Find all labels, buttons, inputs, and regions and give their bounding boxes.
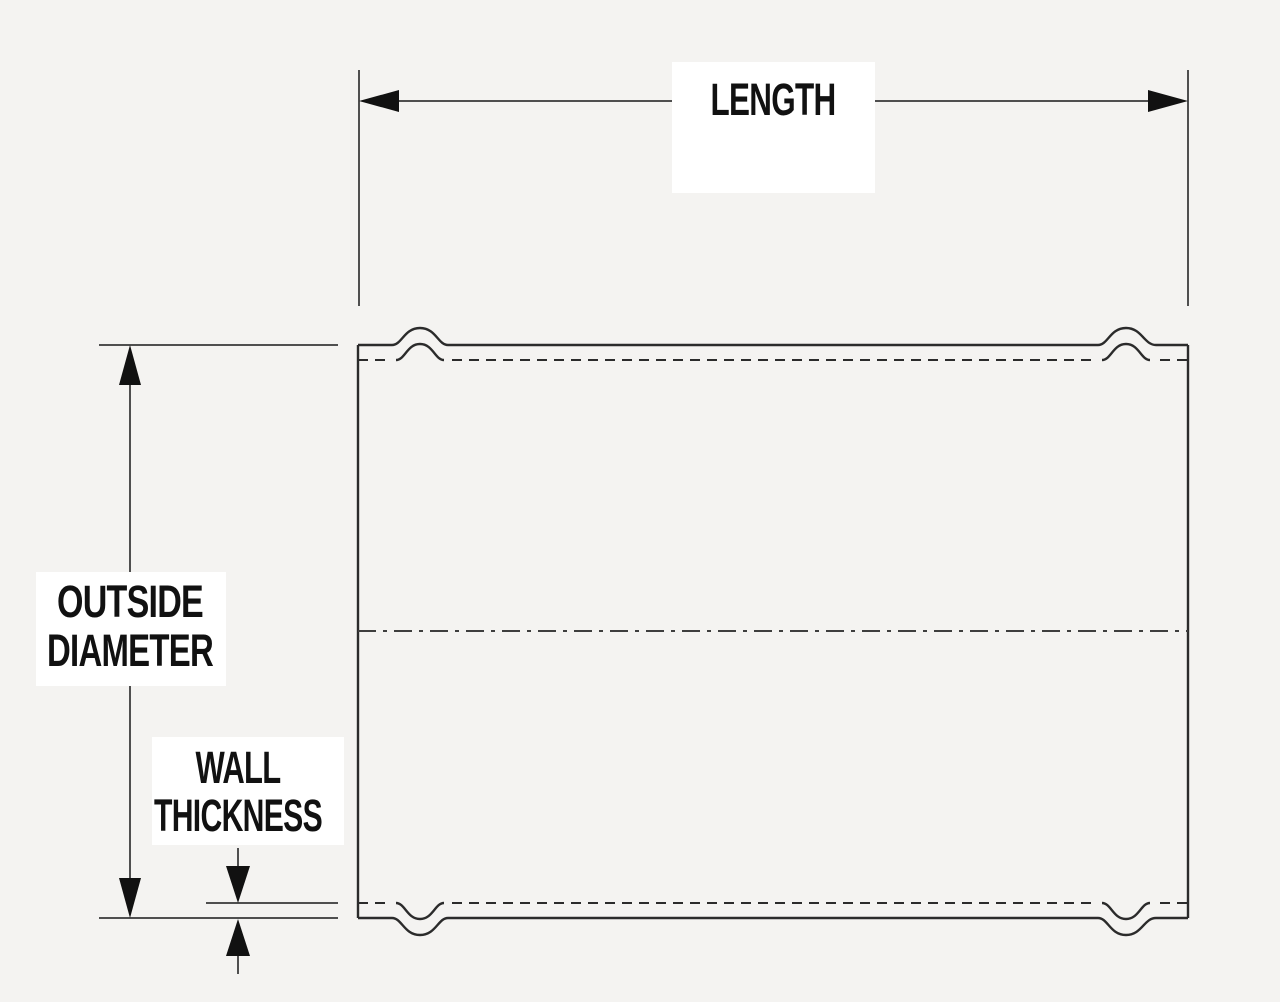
length-arrowhead-left bbox=[359, 90, 399, 112]
wall-thickness-dimension: WALL THICKNESS bbox=[154, 742, 338, 974]
wall-thickness-label-line2: THICKNESS bbox=[154, 790, 322, 841]
wall-thickness-arrowhead-down bbox=[226, 866, 250, 903]
wall-thickness-arrowhead-up bbox=[226, 919, 250, 956]
length-label: LENGTH bbox=[711, 74, 836, 125]
outside-diameter-arrowhead-top bbox=[119, 345, 141, 385]
outside-diameter-dimension: OUTSIDE DIAMETER bbox=[47, 344, 338, 919]
outside-diameter-label-box bbox=[36, 572, 226, 686]
length-extension-lines bbox=[358, 70, 1189, 306]
length-label-box bbox=[672, 62, 875, 193]
outside-diameter-label-line2: DIAMETER bbox=[47, 625, 213, 676]
outside-diameter-arrowhead-bottom bbox=[119, 878, 141, 918]
tube-bead-bottom-right bbox=[1097, 901, 1157, 937]
outside-diameter-label-line1: OUTSIDE bbox=[57, 576, 203, 627]
length-dimension: LENGTH bbox=[358, 70, 1189, 306]
tube-bead-bottom-left bbox=[391, 901, 449, 937]
wall-thickness-label-line1: WALL bbox=[196, 742, 281, 793]
length-arrowhead-right bbox=[1148, 90, 1188, 112]
wall-thickness-label-box bbox=[152, 737, 344, 845]
tube-bead-top-left bbox=[391, 326, 449, 362]
tube-bead-top-right bbox=[1097, 326, 1157, 362]
outside-diameter-extension-lines bbox=[99, 344, 338, 919]
tube-body bbox=[356, 326, 1190, 937]
